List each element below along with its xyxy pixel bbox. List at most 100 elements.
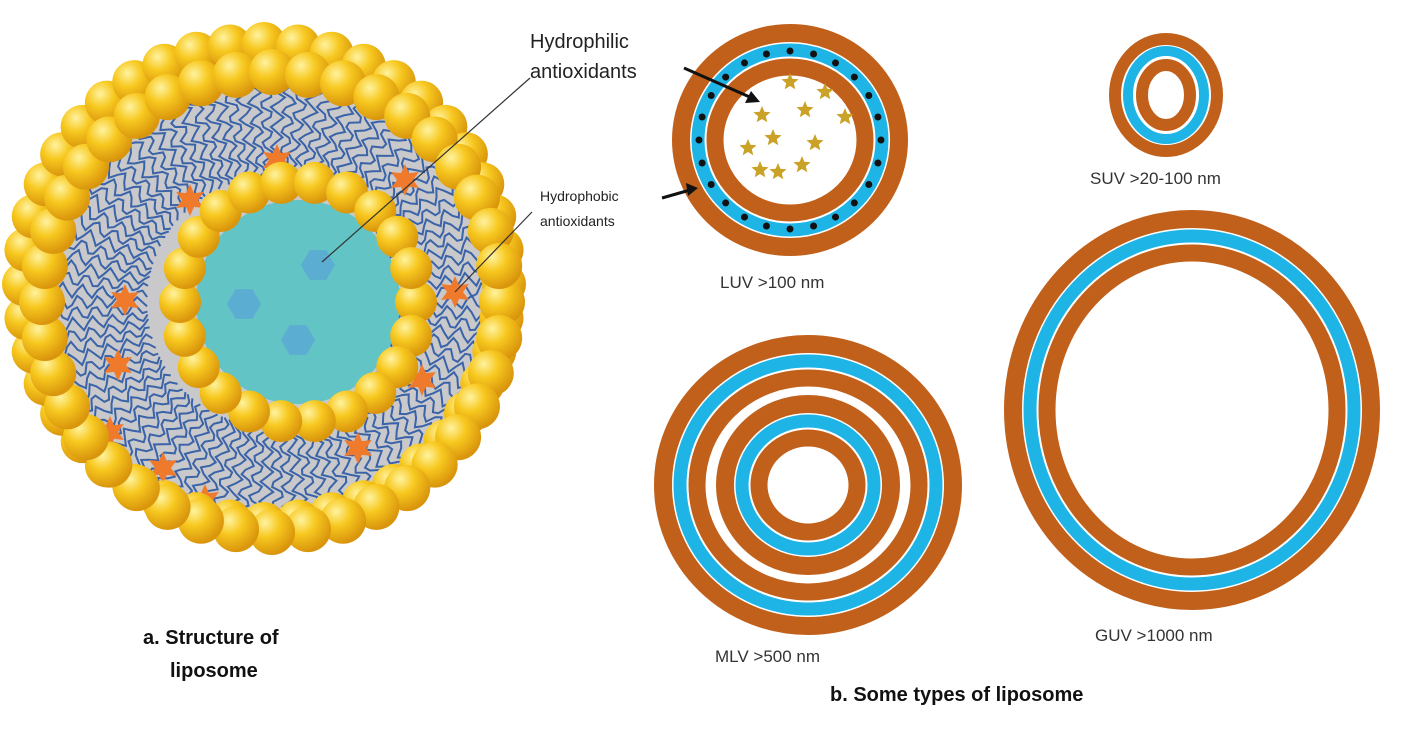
lipid-tail <box>284 77 311 179</box>
luv-inner-ring <box>706 58 874 222</box>
mlv-inner-middle-ring <box>735 414 881 556</box>
lipid-tail <box>278 77 300 179</box>
outer-lipid-head <box>476 243 523 290</box>
hydrophobic-dot <box>707 181 715 188</box>
lipid-tail <box>63 212 157 257</box>
luv-outer-ring <box>672 24 908 256</box>
hydrophobic-dot <box>741 59 748 67</box>
outer-lipid-head <box>476 314 523 361</box>
lipid-tail <box>186 89 230 185</box>
lipid-tail <box>112 137 186 213</box>
guv-inner-ring <box>1038 244 1346 576</box>
outer-lipid-head <box>284 51 331 98</box>
hydrophilic-star <box>806 134 824 151</box>
hydrophilic-star <box>781 73 799 90</box>
inner-lipid-head <box>390 247 433 290</box>
suv-middle-ring <box>1123 46 1209 144</box>
hydrophobic-antioxidant-star <box>176 184 204 216</box>
hydrophilic-star <box>796 101 814 118</box>
lipid-tail <box>53 234 152 271</box>
hydrophilic-label: Hydrophilic antioxidants <box>530 27 637 87</box>
mlv-inner-outer-ring <box>716 395 900 575</box>
lipid-tail <box>220 81 250 181</box>
hydrophilic-pointer-line <box>321 77 531 263</box>
lipid-tail <box>149 111 207 198</box>
inner-lipid-head <box>293 161 336 204</box>
hydrophobic-dot <box>722 199 730 207</box>
outer-lipid-head <box>249 49 295 95</box>
hydrophobic-dot <box>695 136 703 144</box>
lipid-tail <box>121 394 191 471</box>
lipid-tail <box>243 77 266 179</box>
hydrophobic-antioxidant-star <box>391 164 419 196</box>
luv-vesicle <box>672 24 908 256</box>
guv-outer-ring <box>1004 210 1380 610</box>
inner-lipid-head <box>260 400 303 443</box>
hydrophobic-arrowhead <box>686 183 698 196</box>
hydrophobic-dot <box>698 159 706 167</box>
outer-lipid-head <box>21 314 68 361</box>
lipid-tail <box>299 82 334 182</box>
hydrophobic-dot <box>762 50 770 58</box>
hydrophobic-dot <box>810 222 818 230</box>
hydrophilic-star <box>764 129 782 146</box>
mlv-outer-outer-ring <box>654 335 962 635</box>
hydrophobic-dot <box>874 159 882 167</box>
outer-lipid-head <box>177 60 224 107</box>
hydrophobic-dot <box>832 213 839 221</box>
aqueous-core <box>196 200 400 404</box>
hydrophobic-label-line1: Hydrophobic <box>540 188 619 204</box>
hydrophobic-antioxidant-star <box>104 349 132 381</box>
hydrophobic-dot <box>741 213 748 221</box>
guv-vesicle <box>1004 210 1380 610</box>
hydrophilic-star <box>751 161 769 178</box>
lipid-tail <box>84 176 170 236</box>
liposome-types <box>654 24 1380 635</box>
inner-lipid-head <box>163 314 206 357</box>
lipid-tail <box>46 305 148 323</box>
suv-inner-ring <box>1136 59 1196 131</box>
hydrophobic-dot <box>874 113 882 121</box>
outer-lipid-head <box>284 506 331 553</box>
outer-lipid-head <box>213 506 260 553</box>
hydrophilic-antioxidant-hexagon <box>227 289 261 319</box>
outer-lipid-head <box>320 497 367 544</box>
hydrophobic-label-line2: antioxidants <box>540 213 615 229</box>
suv-vesicle <box>1109 33 1223 157</box>
outer-lipid-head <box>19 279 65 325</box>
caption-a-line2: liposome <box>170 660 258 682</box>
inner-lipid-head <box>293 400 336 443</box>
lipid-tail <box>50 326 150 360</box>
hydrophilic-star <box>816 83 834 100</box>
hydrophobic-dot <box>832 59 839 67</box>
annotation-pointers <box>321 66 760 293</box>
mlv-outer-middle-ring <box>673 354 943 616</box>
lipid-tail <box>171 96 224 190</box>
lipid-tail <box>92 158 174 227</box>
suv-outer-ring <box>1109 33 1223 157</box>
lipid-tail <box>79 184 166 241</box>
inner-lipid-head <box>326 390 369 433</box>
hydrophilic-arrow <box>683 66 753 100</box>
hydrophobic-dot <box>877 136 885 144</box>
hydrophobic-label: Hydrophobic antioxidants <box>540 184 619 234</box>
inner-lipid-head <box>395 281 437 323</box>
inner-lipid-head <box>227 171 270 214</box>
mlv-outer-inner-ring <box>688 369 928 601</box>
hydrophobic-antioxidant-star <box>263 144 291 176</box>
hydrophobic-antioxidant-star <box>149 452 177 484</box>
hydrophobic-antioxidant-star <box>111 284 139 316</box>
outer-lipid-head <box>30 350 77 397</box>
lipid-tail <box>135 120 200 202</box>
hydrophilic-star <box>739 139 757 156</box>
hydrophobic-antioxidant-star <box>408 364 436 396</box>
hydrophobic-dot <box>707 92 715 99</box>
guv-middle-ring <box>1023 229 1361 591</box>
hydrophilic-label-line2: antioxidants <box>530 61 637 83</box>
outer-lipid-head <box>213 51 260 98</box>
hydrophilic-arrowhead <box>745 91 760 103</box>
suv-label: SUV >20-100 nm <box>1090 169 1221 188</box>
lipid-tail <box>52 243 152 278</box>
lipid-tail <box>66 349 159 397</box>
